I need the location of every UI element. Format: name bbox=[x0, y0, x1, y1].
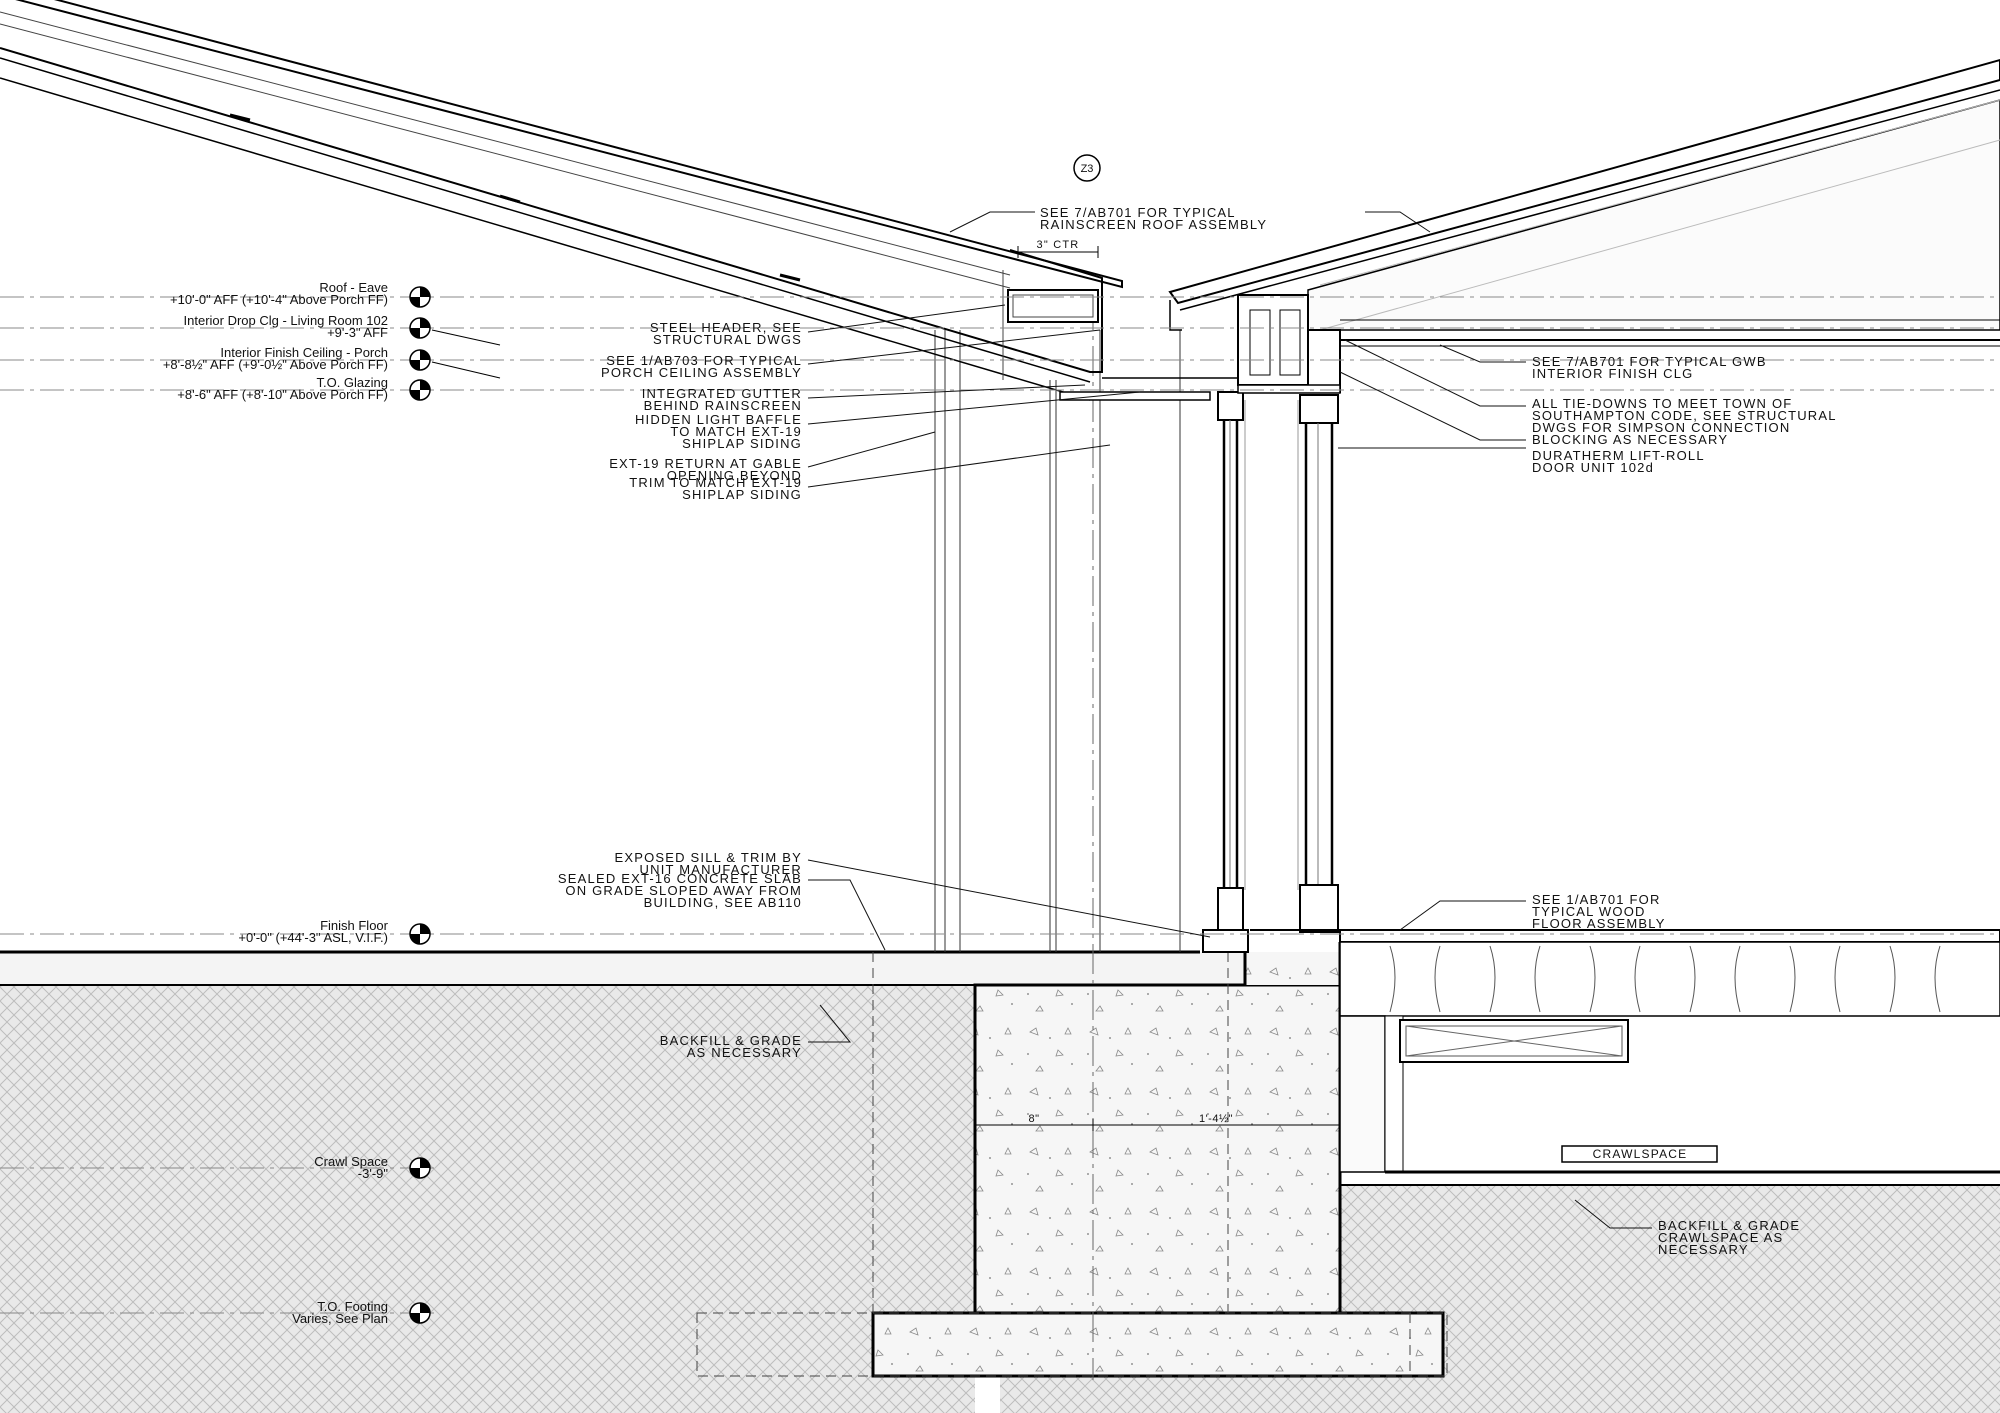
right-roof-assembly bbox=[1168, 58, 2000, 394]
level-name: Crawl Space bbox=[314, 1154, 388, 1169]
level-markers: Roof - Eave +10'-0" AFF (+10'-4" Above P… bbox=[0, 280, 2000, 1326]
level-name: Finish Floor bbox=[320, 918, 389, 933]
note-line: CRAWLSPACE AS bbox=[1658, 1230, 1783, 1245]
wood-floor-assembly bbox=[1339, 929, 2000, 1186]
note-line: AS NECESSARY bbox=[687, 1045, 802, 1060]
note-hidden-light-baffle: HIDDEN LIGHT BAFFLE TO MATCH EXT-19 SHIP… bbox=[635, 391, 1141, 451]
note-line: EXPOSED SILL & TRIM BY bbox=[614, 850, 802, 865]
note-sealed-slab: SEALED EXT-16 CONCRETE SLAB ON GRADE SLO… bbox=[558, 871, 886, 951]
room-tag-label: CRAWLSPACE bbox=[1593, 1147, 1688, 1161]
note-backfill-left: BACKFILL & GRADE AS NECESSARY bbox=[660, 1004, 852, 1060]
note-line: SEE 1/AB701 FOR bbox=[1532, 892, 1661, 907]
note-exposed-sill: EXPOSED SILL & TRIM BY UNIT MANUFACTURER bbox=[614, 850, 1211, 938]
note-line: SOUTHAMPTON CODE, SEE STRUCTURAL bbox=[1532, 408, 1837, 423]
level-value: +8'-8½" AFF (+9'-0½" Above Porch FF) bbox=[163, 357, 388, 372]
exterior-slab bbox=[0, 952, 1245, 985]
note-duratherm: DURATHERM LIFT-ROLL DURATHERM LIFT-ROLL … bbox=[1338, 447, 1705, 475]
section-tag: Z3 bbox=[1073, 154, 1101, 182]
level-interior-finish-ceiling-porch: Interior Finish Ceiling - Porch +8'-8½" … bbox=[163, 345, 501, 379]
level-name: Interior Finish Ceiling - Porch bbox=[220, 345, 388, 360]
level-value: Varies, See Plan bbox=[292, 1311, 388, 1326]
note-line: HIDDEN LIGHT BAFFLE bbox=[635, 412, 802, 427]
footing bbox=[871, 1311, 1445, 1378]
left-roof-assembly bbox=[0, 0, 1246, 401]
level-to-glazing: T.O. Glazing +8'-6" AFF (+8'-10" Above P… bbox=[177, 375, 431, 402]
note-line: INTERIOR FINISH CLG bbox=[1532, 366, 1693, 381]
note-gwb-ceiling: SEE 7/AB701 FOR TYPICAL GWB INTERIOR FIN… bbox=[1439, 344, 1767, 381]
note-line: DOOR UNIT 102d bbox=[1532, 460, 1654, 475]
note-line: SHIPLAP SIDING bbox=[682, 436, 802, 451]
note-line: EXT-19 RETURN AT GABLE bbox=[609, 456, 802, 471]
dim-1-4-label: 1'-4½" bbox=[1199, 1113, 1233, 1125]
level-value: -3'-9" bbox=[358, 1166, 389, 1181]
level-name: T.O. Footing bbox=[317, 1299, 388, 1314]
level-roof-eave: Roof - Eave +10'-0" AFF (+10'-4" Above P… bbox=[170, 280, 431, 308]
level-value: +8'-6" AFF (+8'-10" Above Porch FF) bbox=[177, 387, 388, 402]
note-porch-ceiling: SEE 1/AB703 FOR TYPICAL PORCH CEILING AS… bbox=[601, 329, 1101, 380]
foundation-wall bbox=[973, 942, 1342, 1317]
note-line: SHIPLAP SIDING bbox=[682, 487, 802, 502]
note-trim-ext19: TRIM TO MATCH EXT-19 SHIPLAP SIDING bbox=[629, 444, 1111, 502]
section-tag-label: Z3 bbox=[1081, 163, 1094, 175]
note-line: SEE 7/AB701 FOR TYPICAL bbox=[1040, 205, 1236, 220]
note-wood-floor: SEE 1/AB701 FOR TYPICAL WOOD FLOOR ASSEM… bbox=[1399, 892, 1666, 931]
note-line: BEHIND RAINSCREEN bbox=[644, 398, 802, 413]
note-line: RAINSCREEN ROOF ASSEMBLY bbox=[1040, 217, 1267, 232]
earth-fill bbox=[0, 985, 2000, 1413]
note-blocking: BLOCKING AS NECESSARY BLOCKING AS NECESS… bbox=[1339, 371, 1728, 447]
note-line: TYPICAL WOOD bbox=[1532, 904, 1646, 919]
level-name: Interior Drop Clg - Living Room 102 bbox=[184, 313, 388, 328]
note-line: ON GRADE SLOPED AWAY FROM bbox=[565, 883, 802, 898]
note-line: STRUCTURAL DWGS bbox=[653, 332, 802, 347]
porch-trim-lines bbox=[934, 330, 1181, 952]
note-backfill-crawlspace: BACKFILL & GRADE CRAWLSPACE AS NECESSARY bbox=[1574, 1199, 1800, 1257]
level-name: Roof - Eave bbox=[319, 280, 388, 295]
note-line: BLOCKING AS NECESSARY bbox=[1532, 432, 1728, 447]
note-steel-header: STEEL HEADER, SEE STRUCTURAL DWGS bbox=[650, 304, 1006, 347]
level-value: +10'-0" AFF (+10'-4" Above Porch FF) bbox=[170, 292, 388, 307]
note-line: ALL TIE-DOWNS TO MEET TOWN OF bbox=[1532, 396, 1792, 411]
level-crawl-space: Crawl Space -3'-9" bbox=[0, 1154, 440, 1181]
room-tag-crawlspace: CRAWLSPACE bbox=[1561, 1145, 1718, 1163]
level-to-footing: T.O. Footing Varies, See Plan bbox=[0, 1299, 440, 1326]
right-notes: SEE 7/AB701 FOR TYPICAL GWB INTERIOR FIN… bbox=[1338, 339, 1837, 1257]
note-tie-downs: ALL TIE-DOWNS TO MEET TOWN OF SOUTHAMPTO… bbox=[1344, 339, 1837, 435]
note-line: BACKFILL & GRADE bbox=[660, 1033, 802, 1048]
note-line: BUILDING, SEE AB110 bbox=[644, 895, 802, 910]
note-line: STEEL HEADER, SEE bbox=[650, 320, 802, 335]
note-line: SEALED EXT-16 CONCRETE SLAB bbox=[558, 871, 802, 886]
note-integrated-gutter: INTEGRATED GUTTER BEHIND RAINSCREEN bbox=[642, 384, 1086, 413]
note-line: SEE 7/AB701 FOR TYPICAL GWB bbox=[1532, 354, 1767, 369]
note-line: FLOOR ASSEMBLY bbox=[1532, 916, 1666, 931]
note-line: NECESSARY bbox=[1658, 1242, 1749, 1257]
level-name: T.O. Glazing bbox=[316, 375, 388, 390]
note-line: TO MATCH EXT-19 bbox=[670, 424, 802, 439]
note-rainscreen-roof: SEE 7/AB701 FOR TYPICAL RAINSCREEN ROOF … bbox=[949, 205, 1431, 233]
note-line: BACKFILL & GRADE bbox=[1658, 1218, 1800, 1233]
note-line: TRIM TO MATCH EXT-19 bbox=[629, 475, 802, 490]
level-value: +0'-0" (+44'-3" ASL, V.I.F.) bbox=[238, 930, 388, 945]
lift-roll-door-unit bbox=[1202, 391, 1340, 953]
note-line: PORCH CEILING ASSEMBLY bbox=[601, 365, 802, 380]
left-notes: STEEL HEADER, SEE STRUCTURAL DWGS SEE 1/… bbox=[558, 304, 1211, 1060]
wall-dimensions: 8" 1'-4½" bbox=[974, 1113, 1341, 1131]
note-line: OPENING BEYOND bbox=[667, 468, 802, 483]
level-value: +9'-3" AFF bbox=[327, 325, 388, 340]
note-line: INTEGRATED GUTTER bbox=[642, 386, 802, 401]
note-ext19-return: EXT-19 RETURN AT GABLE OPENING BEYOND bbox=[609, 431, 936, 483]
note-line: SEE 1/AB703 FOR TYPICAL bbox=[606, 353, 802, 368]
slope-dim-label: 3" CTR bbox=[1037, 239, 1080, 251]
level-finish-floor: Finish Floor +0'-0" (+44'-3" ASL, V.I.F.… bbox=[238, 918, 431, 945]
level-interior-drop-clg: Interior Drop Clg - Living Room 102 +9'-… bbox=[184, 313, 501, 346]
note-line: DWGS FOR SIMPSON CONNECTION bbox=[1532, 420, 1790, 435]
note-line: UNIT MANUFACTURER bbox=[640, 862, 802, 877]
slope-dimension: 3" CTR bbox=[1017, 239, 1099, 258]
note-line: DURATHERM LIFT-ROLL bbox=[1532, 448, 1705, 463]
dim-8-label: 8" bbox=[1028, 1113, 1039, 1125]
